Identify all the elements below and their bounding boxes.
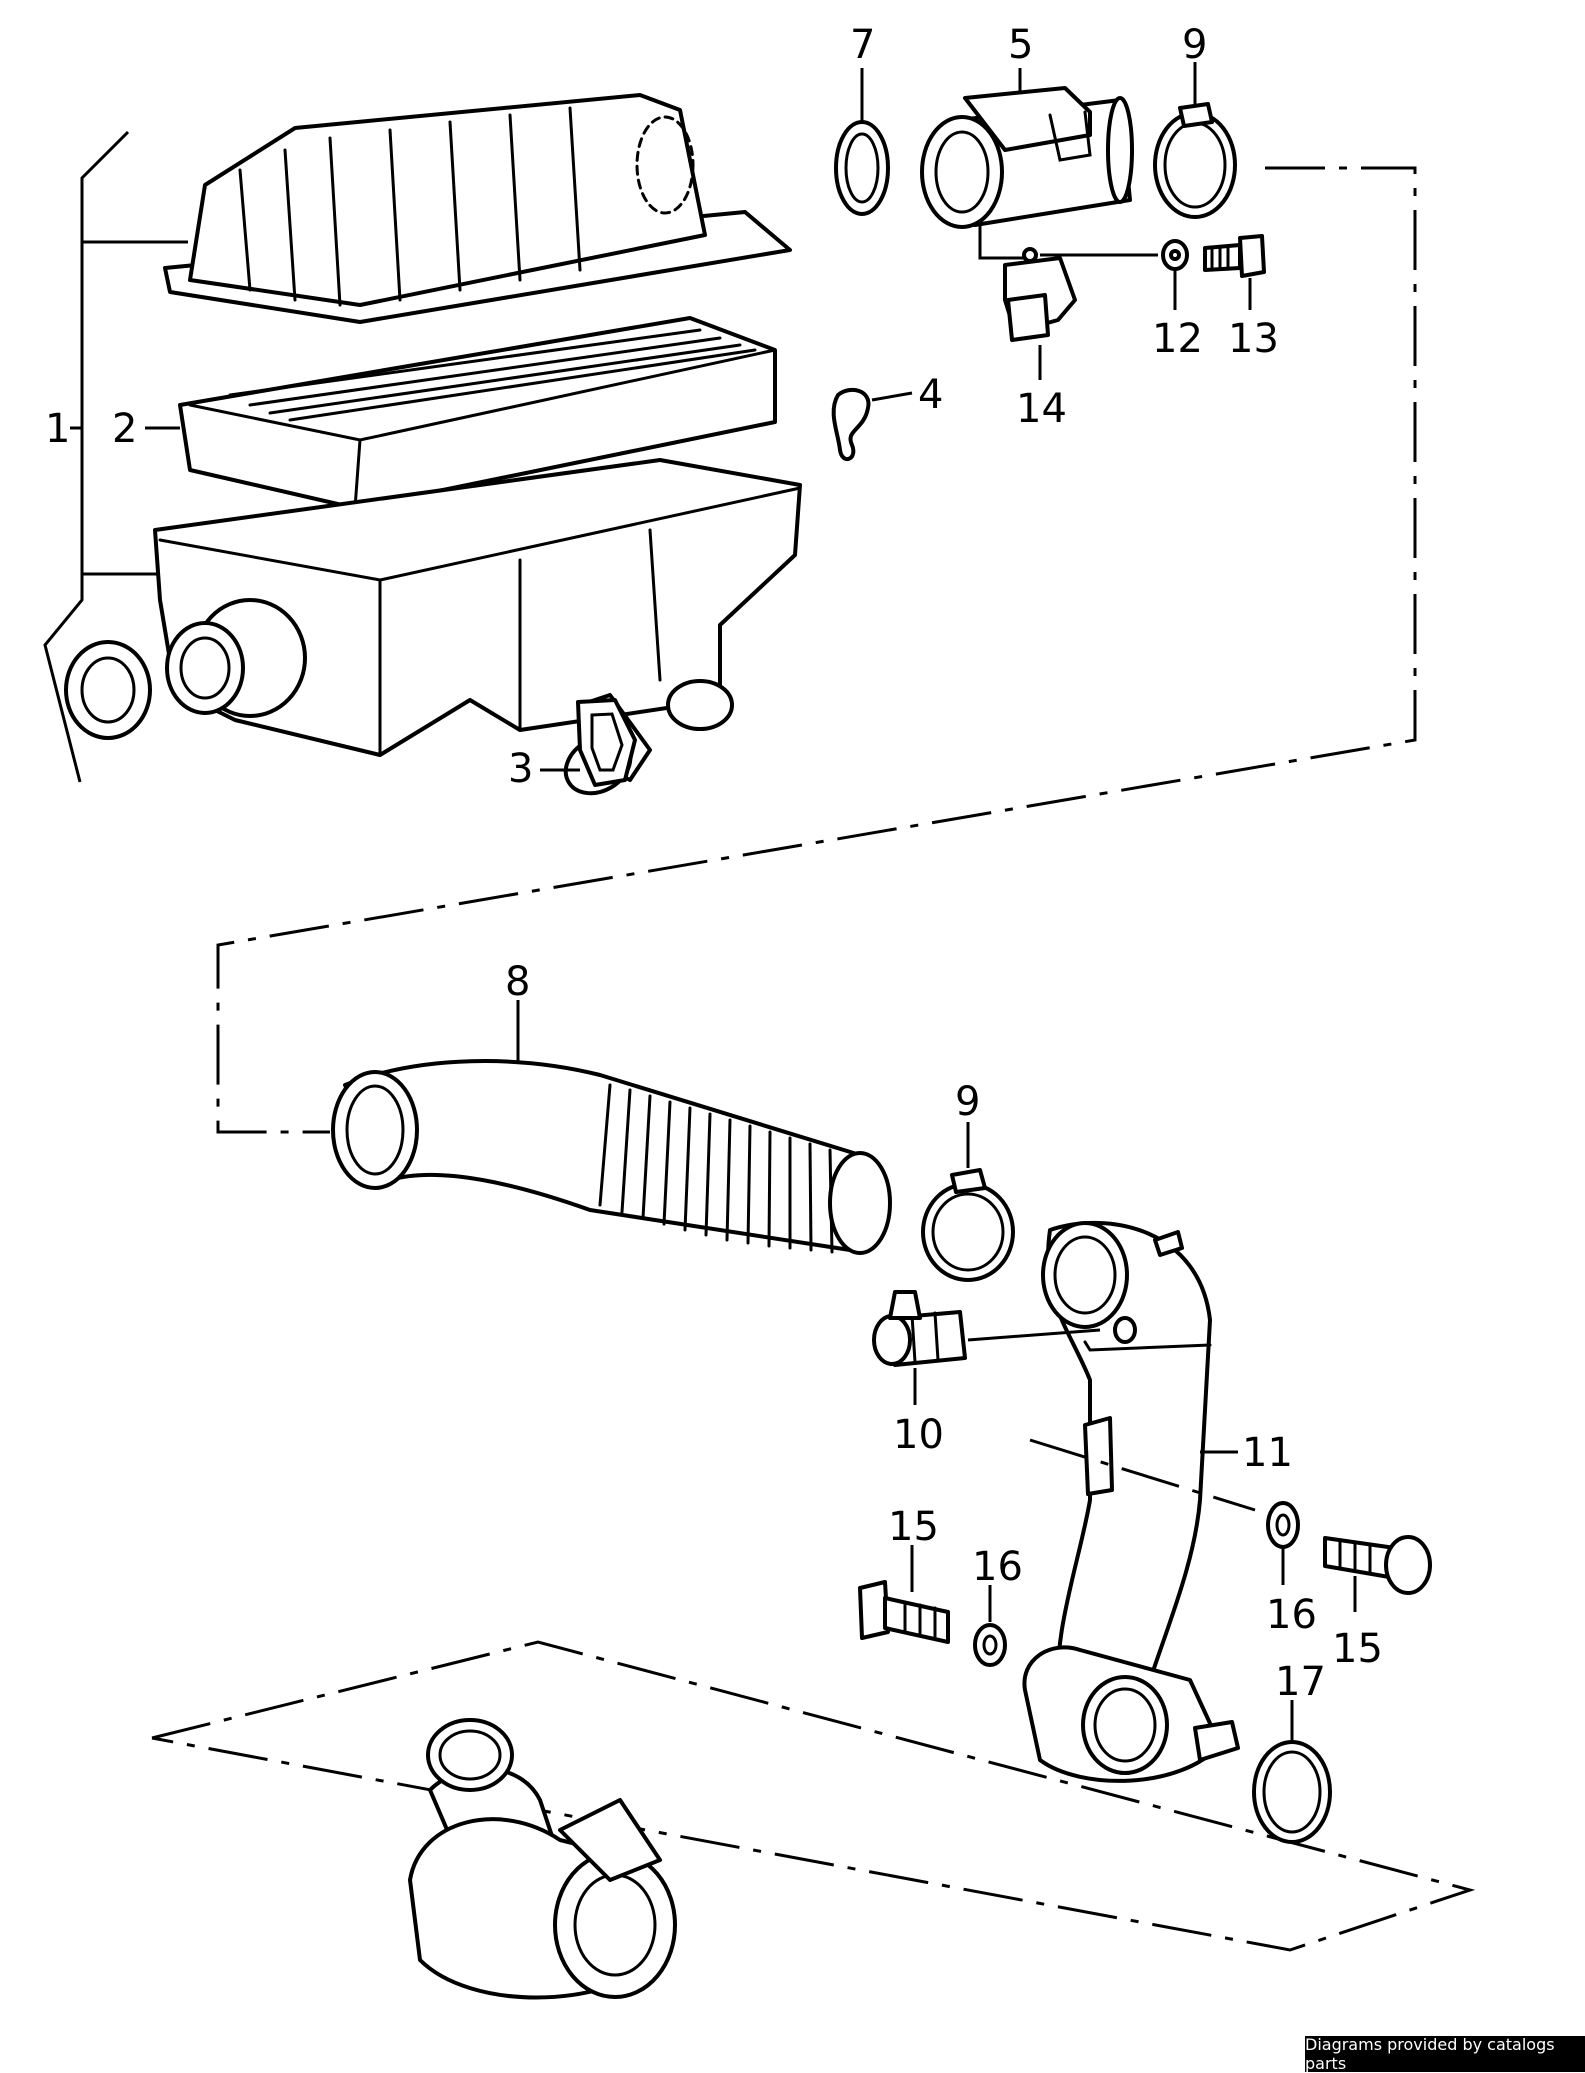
air-mass-meter-5 <box>920 68 1134 229</box>
intake-pipe-11 <box>1022 1220 1240 1783</box>
callout-17: 17 <box>1275 1659 1326 1705</box>
seal-7 <box>834 68 890 216</box>
pipe-bracket <box>1029 1416 1256 1512</box>
hose-clamp-9-lower <box>921 1122 1015 1282</box>
temperature-sensor-10 <box>872 1290 1101 1405</box>
clip-4 <box>831 387 913 461</box>
callout-10: 10 <box>893 1412 944 1458</box>
hose-clamp-9-upper <box>1153 62 1237 219</box>
callout-1: 1 <box>45 406 70 452</box>
credit-banner: Diagrams provided by catalogs parts <box>1305 2035 1585 2073</box>
bracket-1 <box>43 130 188 783</box>
callout-16-left: 16 <box>972 1544 1023 1590</box>
bolt-13 <box>1203 234 1266 310</box>
washer-16-right <box>1266 1501 1300 1585</box>
callout-8: 8 <box>505 959 530 1005</box>
bolt-15-right <box>1323 1535 1432 1612</box>
washer-12 <box>1040 239 1189 310</box>
callout-15-left: 15 <box>888 1504 939 1550</box>
bolt-15-left <box>858 1545 950 1644</box>
intake-hose-8 <box>331 1000 892 1255</box>
sensor-14 <box>978 225 1077 380</box>
turbocharger-reference <box>151 1640 1476 2000</box>
callout-9-upper: 9 <box>1182 22 1207 68</box>
callout-13: 13 <box>1228 316 1279 362</box>
callout-3: 3 <box>508 746 533 792</box>
callout-2: 2 <box>112 406 137 452</box>
callout-12: 12 <box>1152 316 1203 362</box>
air-filter-cover <box>163 93 792 324</box>
filter-element <box>145 316 777 510</box>
seal-17 <box>1252 1700 1332 1844</box>
washer-16-left <box>973 1585 1007 1667</box>
callout-11: 11 <box>1242 1430 1293 1476</box>
gasket-3 <box>540 698 637 787</box>
callout-4: 4 <box>918 372 943 418</box>
callout-14: 14 <box>1016 386 1067 432</box>
callout-16-right: 16 <box>1266 1592 1317 1638</box>
callout-labels: 1 2 3 4 5 7 8 9 9 10 11 12 13 14 15 15 1… <box>45 22 1383 1705</box>
connection-line-upper <box>216 166 1417 1134</box>
callout-15-right: 15 <box>1332 1626 1383 1672</box>
air-filter-lower-housing <box>64 458 802 796</box>
callout-5: 5 <box>1008 22 1033 68</box>
callout-9-lower: 9 <box>955 1079 980 1125</box>
callout-7: 7 <box>850 22 875 68</box>
